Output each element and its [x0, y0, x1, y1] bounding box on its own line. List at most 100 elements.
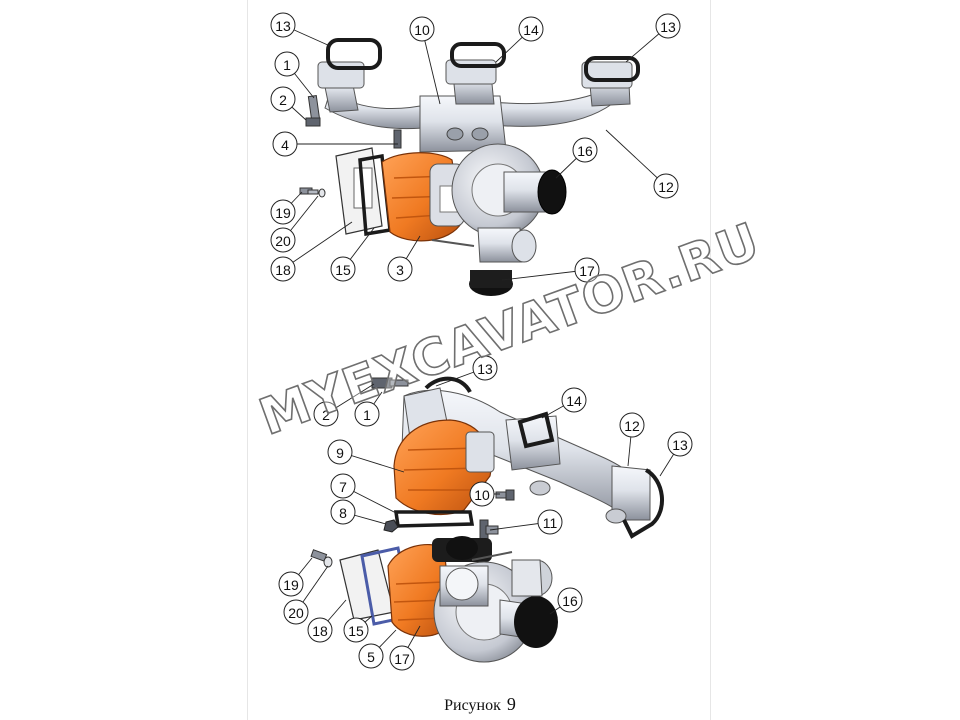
callout-circle: [307, 617, 333, 643]
compressor-top: [431, 143, 567, 296]
callout-circle: [469, 481, 495, 507]
callout-number: 11: [543, 515, 558, 531]
callout-number: 1: [363, 407, 371, 423]
callout-13: 13: [270, 12, 296, 38]
callout-circle: [270, 199, 296, 225]
top-assembly: [299, 38, 640, 296]
figure-caption: Рисунок 9: [0, 694, 960, 715]
callout-number: 17: [579, 263, 595, 279]
callout-circle: [330, 256, 356, 282]
callout-number: 20: [275, 233, 291, 249]
callout-circle: [409, 16, 435, 42]
compressor-bottom: [433, 551, 558, 663]
callout-circle: [557, 587, 583, 613]
callout-circle: [667, 431, 693, 457]
leader-line: [421, 28, 441, 105]
callout-number: 20: [288, 605, 304, 621]
callout-number: 10: [414, 22, 430, 38]
callout-number: 14: [566, 393, 582, 409]
callout-14: 14: [561, 387, 587, 413]
callout-circle: [653, 173, 679, 199]
callout-number: 15: [348, 623, 364, 639]
bolt-10: [495, 489, 515, 501]
callout-circle: [572, 137, 598, 163]
callout-19: 19: [270, 199, 296, 225]
callout-9: 9: [327, 439, 353, 465]
callout-circle: [358, 643, 384, 669]
callout-17: 17: [389, 645, 415, 671]
caption-number: 9: [506, 694, 516, 714]
callout-number: 7: [339, 479, 347, 495]
callout-number: 13: [477, 361, 493, 377]
callout-number: 19: [283, 577, 299, 593]
leader-line: [605, 129, 667, 187]
callout-circle: [619, 412, 645, 438]
turbine-housing-5: [387, 536, 492, 637]
bolt-washer-top: [299, 187, 326, 198]
callout-20: 20: [270, 227, 296, 253]
callout-10: 10: [409, 16, 435, 42]
callout-circle: [472, 355, 498, 381]
leader-line: [282, 221, 353, 270]
callout-13: 13: [667, 431, 693, 457]
callout-19: 19: [278, 571, 304, 597]
callout-16: 16: [572, 137, 598, 163]
callout-10: 10: [469, 481, 495, 507]
callout-number: 1: [283, 57, 291, 73]
callout-1: 1: [274, 51, 300, 77]
turbine-housing-top: [381, 152, 465, 242]
callout-number: 15: [335, 262, 351, 278]
callout-number: 14: [523, 22, 539, 38]
callout-13: 13: [655, 13, 681, 39]
callout-5: 5: [358, 643, 384, 669]
bolt-11: [479, 519, 499, 541]
callout-circle: [274, 51, 300, 77]
callout-circle: [270, 256, 296, 282]
callout-number: 4: [281, 137, 289, 153]
callout-number: 13: [660, 19, 676, 35]
callout-20: 20: [283, 599, 309, 625]
callout-12: 12: [653, 173, 679, 199]
callout-number: 16: [577, 143, 593, 159]
nut-8: [383, 519, 399, 533]
callout-2: 2: [270, 86, 296, 112]
callout-4: 4: [272, 131, 298, 157]
bottom-assembly: [310, 376, 665, 663]
callout-number: 19: [275, 205, 291, 221]
callout-number: 12: [658, 179, 674, 195]
callout-number: 2: [279, 92, 287, 108]
callout-12: 12: [619, 412, 645, 438]
callout-circle: [389, 645, 415, 671]
callout-number: 10: [474, 487, 490, 503]
callout-circle: [270, 227, 296, 253]
bolt-washer-bottom: [310, 549, 333, 568]
callout-16: 16: [557, 587, 583, 613]
callout-circle: [327, 439, 353, 465]
callout-number: 12: [624, 418, 640, 434]
callout-2: 2: [313, 401, 339, 427]
callout-circle: [272, 131, 298, 157]
callout-circle: [561, 387, 587, 413]
callout-14: 14: [518, 16, 544, 42]
callout-number: 9: [336, 445, 344, 461]
callout-17: 17: [574, 257, 600, 283]
callout-number: 18: [312, 623, 328, 639]
callout-3: 3: [387, 256, 413, 282]
callout-circle: [270, 12, 296, 38]
callout-circle: [343, 617, 369, 643]
callout-circle: [278, 571, 304, 597]
callout-number: 16: [562, 593, 578, 609]
bolt-top: [305, 94, 402, 149]
callout-circle: [330, 473, 356, 499]
callout-number: 3: [396, 262, 404, 278]
callout-1: 1: [354, 401, 380, 427]
callout-circle: [354, 401, 380, 427]
callout-11: 11: [537, 509, 563, 535]
callout-13: 13: [472, 355, 498, 381]
leader-line: [501, 269, 588, 281]
caption-label: Рисунок: [444, 697, 501, 714]
callout-15: 15: [343, 617, 369, 643]
callout-circle: [537, 509, 563, 535]
